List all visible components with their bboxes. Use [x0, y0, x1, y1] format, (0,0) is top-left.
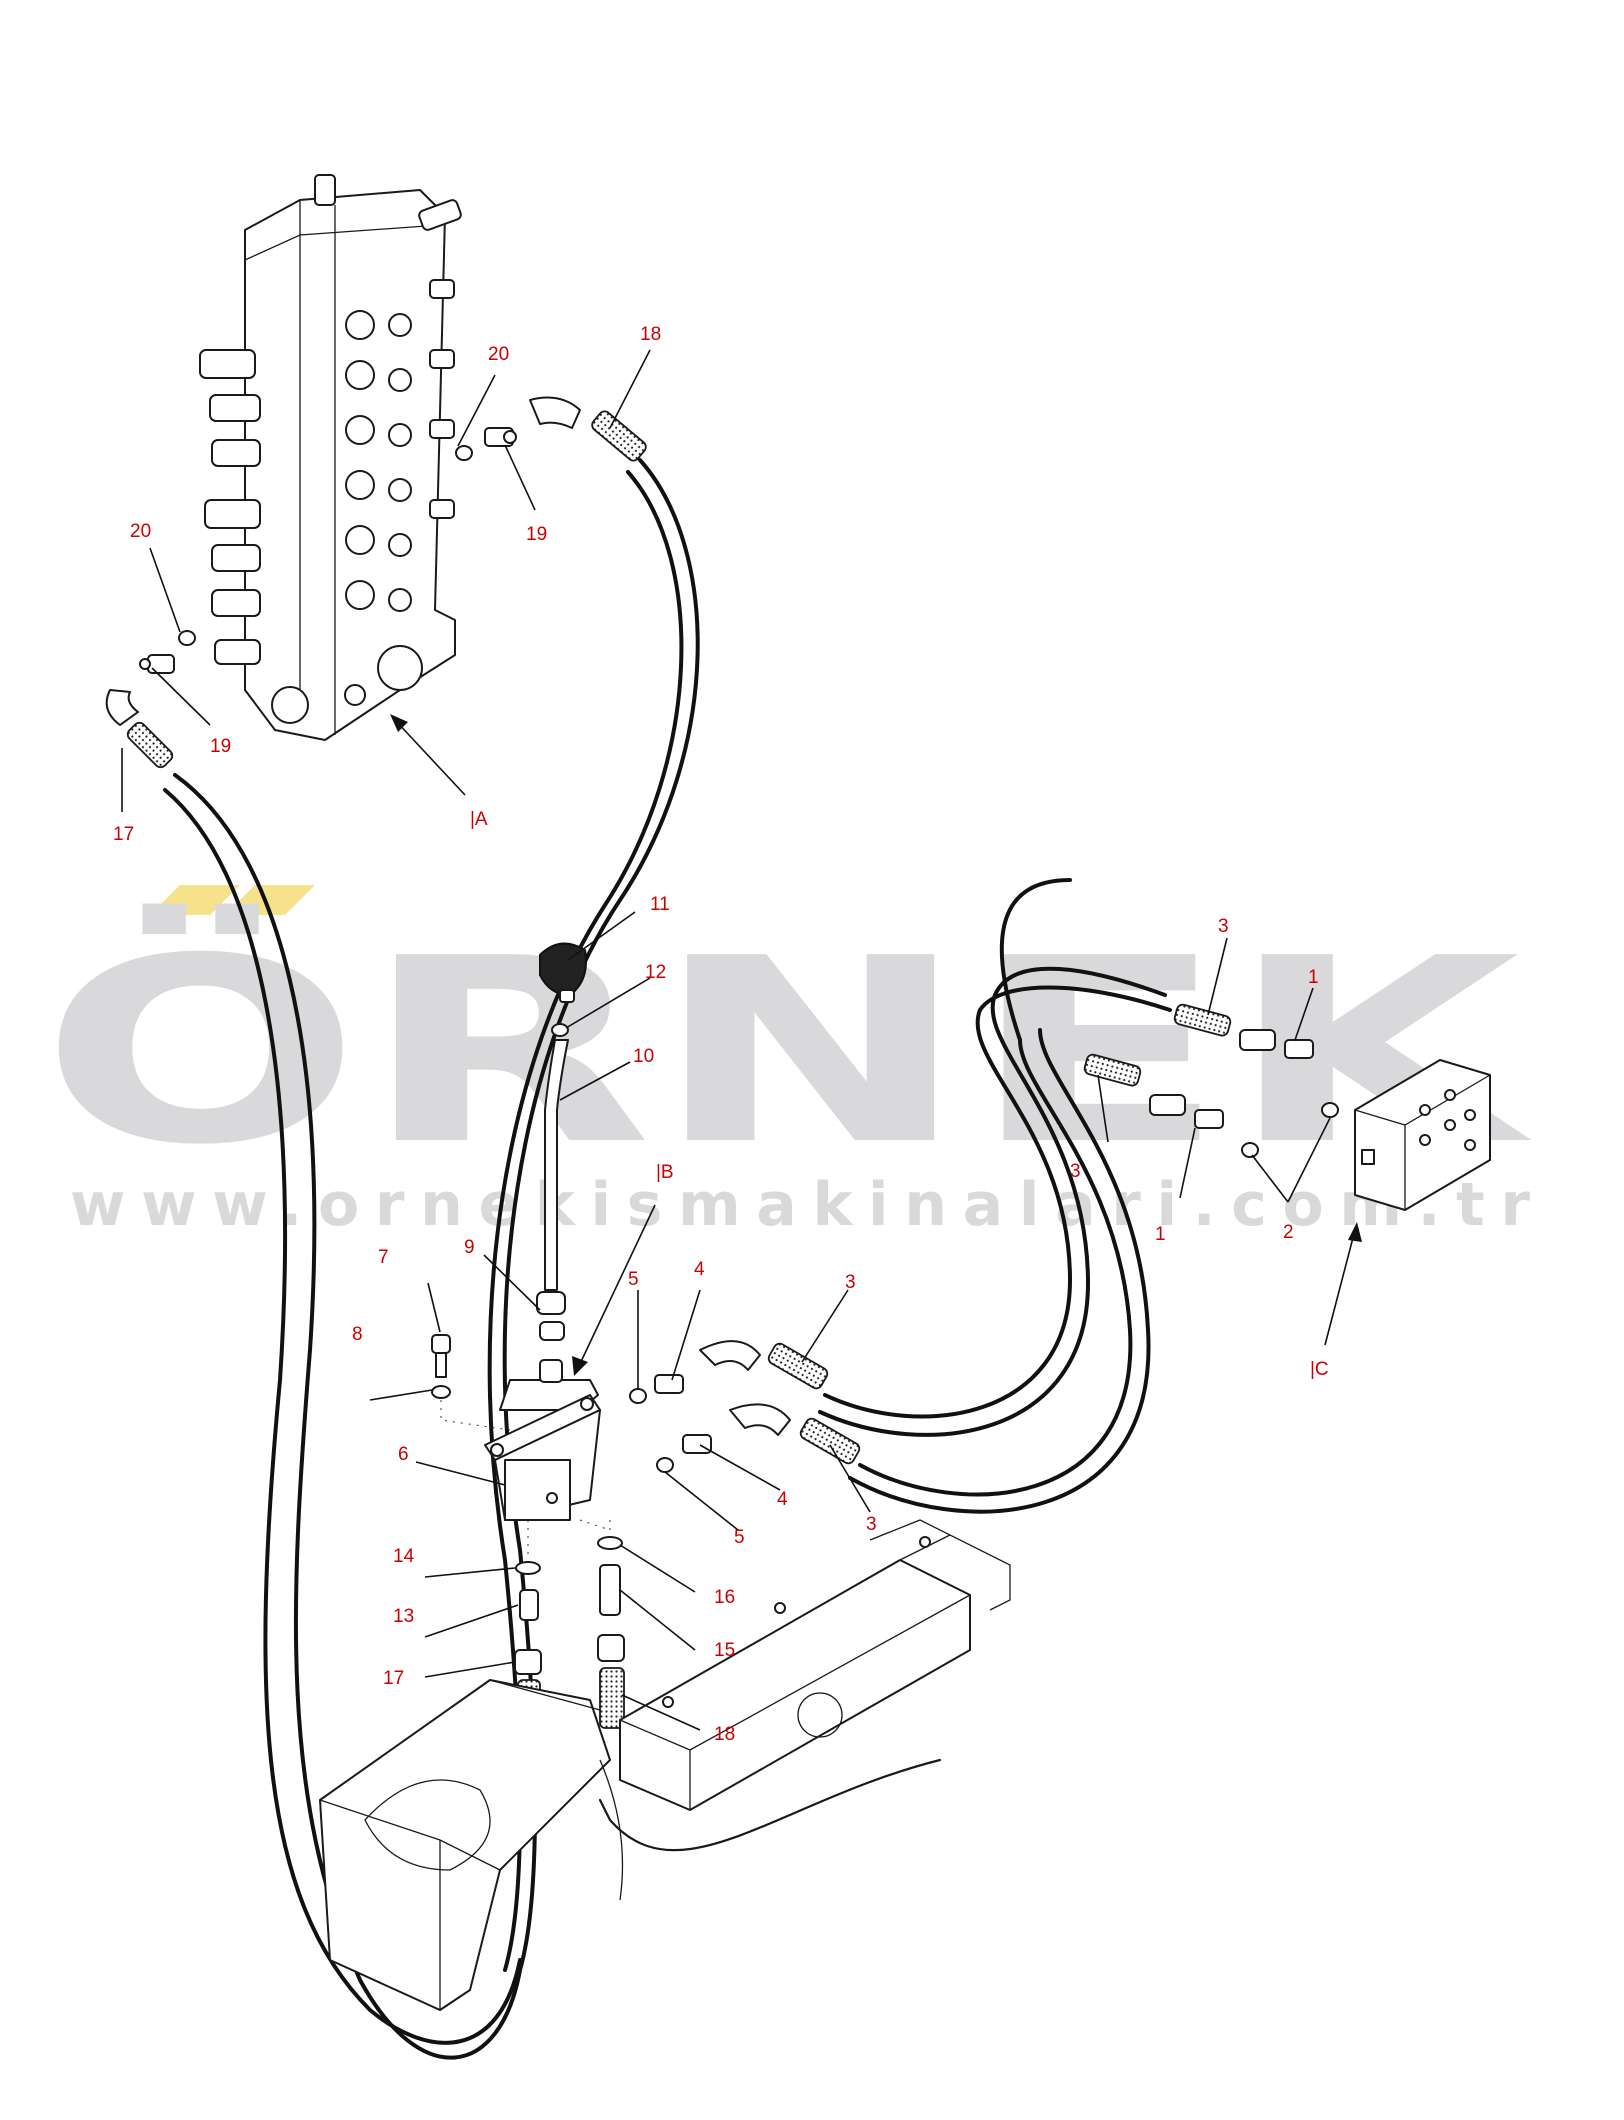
view-labels: |A |B |C [470, 809, 1329, 1380]
callout-label: 9 [464, 1237, 475, 1258]
boot-9 [536, 1291, 566, 1315]
view-label-A: |A [470, 809, 488, 830]
watermark-accent-right [225, 885, 315, 915]
callout-label: 18 [640, 324, 661, 345]
valve-ports-left [199, 349, 261, 665]
o-ring-5-bottom [656, 1457, 674, 1473]
callout-label: 17 [113, 824, 134, 845]
valve-top-fittings [314, 174, 462, 231]
hose-sleeve-18-top [591, 410, 647, 462]
hose-3-assembly [629, 878, 1491, 1514]
valve-ports-right [429, 279, 455, 519]
o-ring-14 [515, 1561, 541, 1575]
control-valve [199, 174, 462, 741]
fittings-1 [1149, 1029, 1314, 1129]
adapter-13 [519, 1589, 539, 1621]
lever-rod-10 [544, 1039, 569, 1291]
callout-label: 4 [777, 1489, 788, 1510]
hose-sleeve-3-b [1083, 1053, 1142, 1087]
callout-label: 16 [714, 1587, 735, 1608]
callout-label: 17 [383, 1668, 404, 1689]
base-frame [598, 1519, 1011, 1852]
valve-ports-face [345, 310, 412, 612]
callout-label: 6 [398, 1444, 409, 1465]
view-label-C: |C [1310, 1359, 1329, 1380]
hose-sleeve-18-bottom [599, 1667, 625, 1729]
callouts: 20 18 19 20 19 17 11 12 10 3 1 3 1 2 7 9… [113, 324, 1319, 1745]
bolt-7-washer-8 [431, 1334, 511, 1431]
pilot-valve-6 [484, 1359, 601, 1521]
o-ring-16 [597, 1536, 623, 1550]
hose-17-assembly [105, 630, 522, 2060]
callout-label: 15 [714, 1640, 735, 1661]
callout-label: 18 [714, 1724, 735, 1745]
fitting-4-top [654, 1374, 684, 1394]
callout-label: 2 [1283, 1222, 1294, 1243]
fitting-4-bottom [682, 1434, 712, 1454]
nut-12 [551, 1023, 569, 1037]
mounting-console [319, 1679, 624, 2011]
callout-label: 3 [845, 1272, 856, 1293]
callout-label: 1 [1155, 1224, 1166, 1245]
valve-bottom-block [271, 645, 423, 724]
block-C [1354, 1059, 1491, 1211]
callout-label: 11 [650, 894, 670, 915]
callout-label: 3 [1218, 916, 1229, 937]
callout-label: 5 [734, 1527, 745, 1548]
callout-label: 3 [1070, 1161, 1081, 1182]
o-ring-5-top [629, 1388, 647, 1404]
callout-label: 8 [352, 1324, 363, 1345]
leader-lines [121, 349, 1331, 1731]
hose-sleeve-17-top [126, 721, 174, 769]
control-lever [536, 942, 587, 1341]
view-arrows [390, 714, 1362, 1376]
callout-label: 13 [393, 1606, 414, 1627]
callout-label: 7 [378, 1247, 389, 1268]
fitting-19-top [484, 427, 517, 447]
callout-label: 1 [1308, 967, 1319, 988]
callout-label: 3 [866, 1514, 877, 1535]
callout-label: 14 [393, 1546, 415, 1567]
callout-label: 20 [130, 521, 151, 542]
o-ring-20-left [178, 630, 196, 646]
callout-label: 10 [633, 1046, 654, 1067]
watermark-brand: ÖRNEK [40, 903, 1532, 1201]
watermark-accent-left [150, 885, 240, 915]
view-label-B: |B [656, 1162, 674, 1183]
callout-label: 4 [694, 1259, 705, 1280]
hose-sleeve-3-a [1173, 1003, 1232, 1037]
callout-label: 12 [645, 962, 666, 983]
adapter-15 [599, 1564, 621, 1616]
watermark: ÖRNEK www.ornekismakinalari.com.tr [40, 885, 1532, 1240]
o-rings-2 [1241, 1102, 1339, 1158]
callout-label: 20 [488, 344, 509, 365]
callout-label: 19 [210, 736, 231, 757]
callout-label: 5 [628, 1269, 639, 1290]
fitting-19-left [139, 654, 175, 674]
knob-11 [539, 942, 587, 997]
o-ring-20-top [455, 445, 473, 461]
callout-label: 19 [526, 524, 547, 545]
